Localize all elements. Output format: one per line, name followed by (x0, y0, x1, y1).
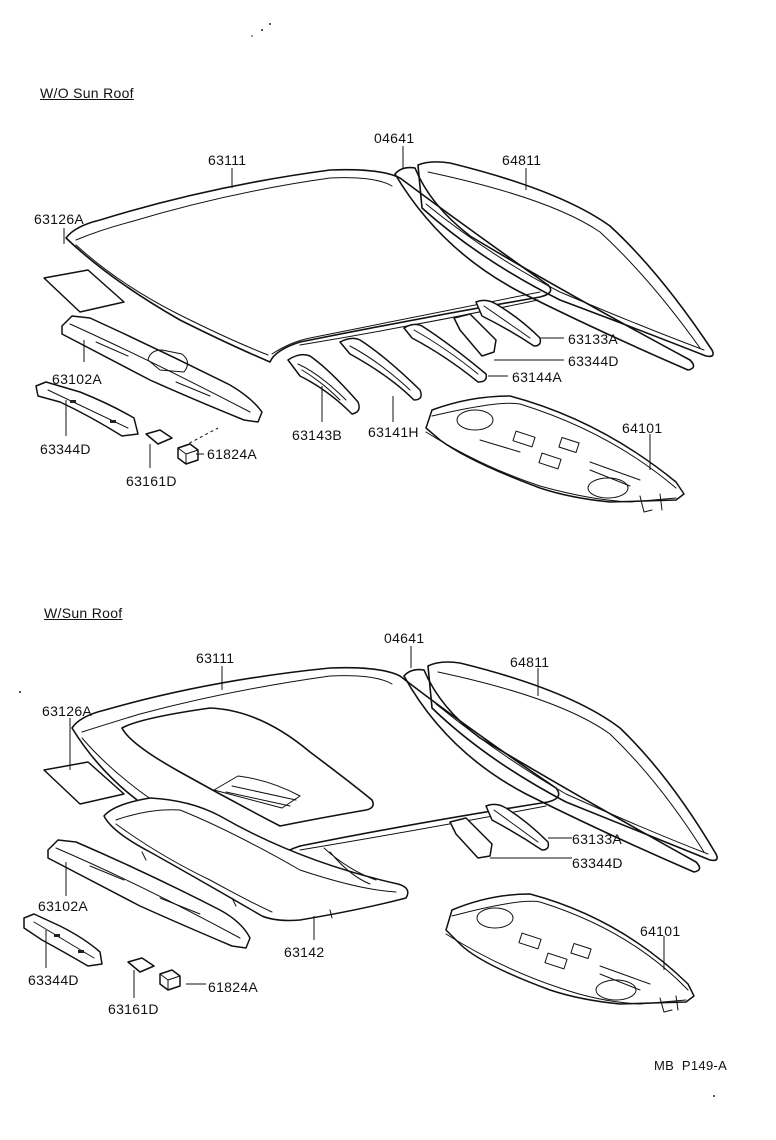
clip-61824a-sunroof (159, 969, 181, 991)
roof-bow-63144a (403, 323, 488, 383)
roof-panel-63111 (65, 168, 552, 363)
pad-63126a-sunroof (43, 761, 125, 805)
part-label-63126a-sunroof: 63126A (42, 703, 93, 719)
package-tray-64101 (425, 395, 685, 513)
leader-lines-2 (45, 646, 665, 998)
part-label-63141h: 63141H (368, 424, 419, 440)
bracket-63133a-sunroof (449, 803, 550, 859)
part-label-63161d: 63161D (126, 473, 177, 489)
part-label-61824a-sunroof: 61824A (208, 979, 259, 995)
scan-specks (19, 23, 715, 1097)
bracket-63344d-left (35, 381, 139, 437)
back-window-64811 (417, 161, 714, 358)
pad-63126a (43, 269, 125, 313)
part-label-04641: 04641 (374, 130, 415, 146)
part-label-63344d-right-sunroof: 63344D (572, 855, 623, 871)
part-label-63344d-right: 63344D (568, 353, 619, 369)
page-reference: MB P149-A (654, 1058, 728, 1073)
part-label-63111: 63111 (208, 152, 247, 168)
section-title-w-sunroof: W/Sun Roof (44, 605, 123, 621)
part-label-63161d-sunroof: 63161D (108, 1001, 159, 1017)
part-label-63102a-sunroof: 63102A (38, 898, 89, 914)
part-label-64101: 64101 (622, 420, 663, 436)
part-label-63142: 63142 (284, 944, 325, 960)
part-label-61824a: 61824A (207, 446, 258, 462)
bracket-63133a (453, 299, 542, 357)
bracket-63344d-left-sunroof (23, 913, 103, 967)
part-label-63126a: 63126A (34, 211, 85, 227)
leader-lines-1 (63, 146, 651, 470)
part-label-64811-sunroof: 64811 (510, 654, 550, 670)
pad-63161d-sunroof (127, 957, 155, 973)
part-label-63143b: 63143B (292, 427, 343, 443)
weatherstrip-04641-sunroof (403, 668, 701, 873)
part-label-63344d-left-sunroof: 63344D (28, 972, 79, 988)
pad-63161d (145, 429, 173, 445)
part-label-63144a: 63144A (512, 369, 563, 385)
part-label-63133a: 63133A (568, 331, 619, 347)
package-tray-64101-sunroof (445, 893, 695, 1013)
roof-panel-63111-sunroof (71, 666, 560, 867)
section-w-sunroof (23, 646, 718, 1013)
section-title-wo-sunroof: W/O Sun Roof (40, 85, 134, 101)
part-label-64811: 64811 (502, 152, 542, 168)
part-label-04641-sunroof: 04641 (384, 630, 425, 646)
part-label-63133a-sunroof: 63133A (572, 831, 623, 847)
weatherstrip-04641 (394, 166, 695, 371)
part-label-64101-sunroof: 64101 (640, 923, 681, 939)
front-header-63102a (61, 315, 263, 423)
roof-bow-63143b (287, 353, 360, 415)
sunroof-housing-63142 (103, 797, 409, 922)
part-label-63102a: 63102A (52, 371, 103, 387)
section-wo-sunroof (35, 146, 714, 513)
clip-61824a (177, 443, 199, 465)
roof-bow-63141h (339, 337, 422, 401)
part-label-63111-sunroof: 63111 (196, 650, 235, 666)
front-header-63102a-sunroof (47, 839, 251, 949)
part-label-63344d-left: 63344D (40, 441, 91, 457)
